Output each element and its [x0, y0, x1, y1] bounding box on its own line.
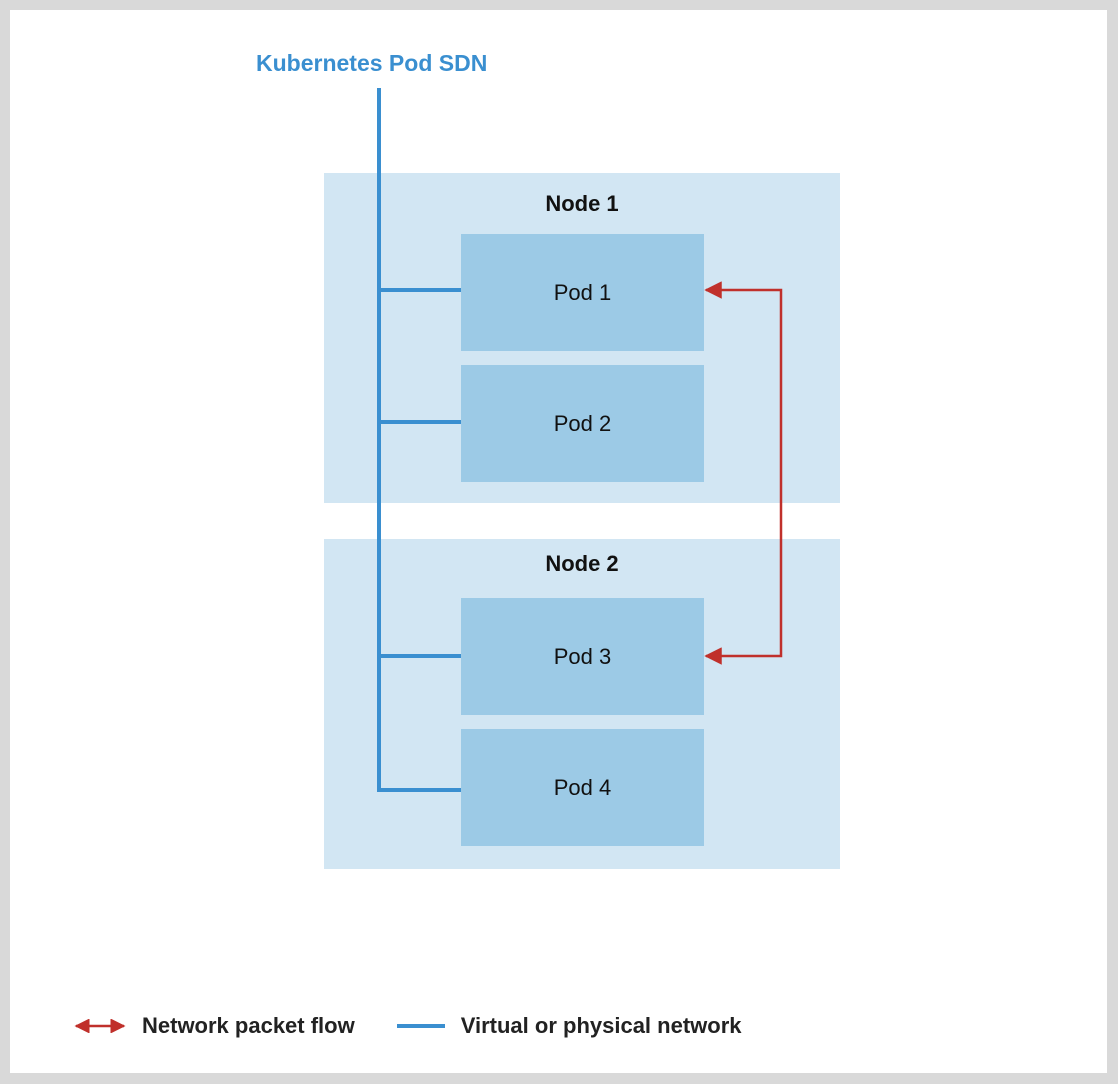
diagram-title: Kubernetes Pod SDN [256, 50, 488, 76]
network-line-icon [396, 1024, 445, 1028]
connections-layer [377, 88, 783, 792]
legend-packet-flow-label: Network packet flow [142, 1013, 355, 1038]
pod-4-box: Pod 4 [461, 729, 704, 846]
sdn-network-lines [377, 88, 461, 792]
node-1-label: Node 1 [545, 191, 619, 216]
packet-flow-arrow [704, 281, 783, 665]
pod-2-box: Pod 2 [461, 365, 704, 482]
legend-network-label: Virtual or physical network [460, 1013, 742, 1038]
diagram-canvas: Kubernetes Pod SDN Node 1 Pod 1 Pod 2 No… [10, 10, 1107, 1073]
pod-1-box: Pod 1 [461, 234, 704, 351]
pod-3-box: Pod 3 [461, 598, 704, 715]
legend-packet-flow: Network packet flow [72, 1013, 355, 1039]
legend-network: Virtual or physical network [395, 1013, 742, 1039]
double-arrow-icon [74, 1019, 126, 1033]
legend: Network packet flow Virtual or physical … [72, 1013, 782, 1039]
node-2-label: Node 2 [545, 551, 619, 576]
